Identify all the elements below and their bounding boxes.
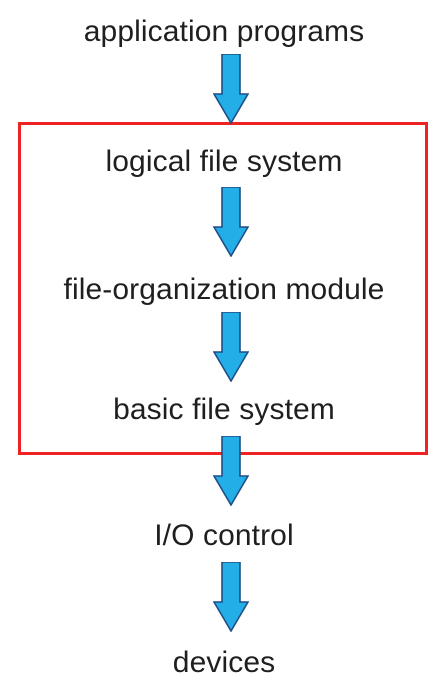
layer-basic-file-system: basic file system xyxy=(113,393,335,426)
down-arrow-icon xyxy=(213,436,249,506)
layer-file-organization-module: file-organization module xyxy=(63,273,385,306)
down-arrow-icon xyxy=(213,562,249,632)
down-arrow-icon xyxy=(213,54,249,124)
layer-logical-file-system: logical file system xyxy=(105,145,343,178)
layer-devices: devices xyxy=(172,646,276,679)
down-arrow-icon xyxy=(213,312,249,382)
layer-application-programs: application programs xyxy=(83,15,365,48)
layer-io-control: I/O control xyxy=(154,519,294,552)
down-arrow-icon xyxy=(213,187,249,257)
